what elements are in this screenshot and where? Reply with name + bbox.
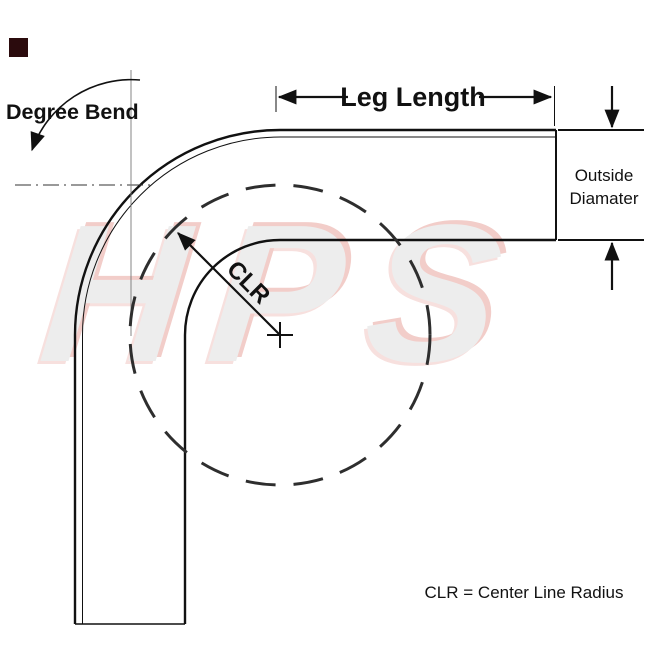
- degree-bend-label: Degree Bend: [6, 100, 139, 124]
- clr-radius-arrow: [177, 232, 281, 336]
- clr-dashed-circle: [128, 183, 432, 487]
- tube-inner-wall: [183, 238, 556, 624]
- degree-bend-arc-arrow: [30, 78, 141, 152]
- clr-definition-label: CLR = Center Line Radius: [425, 583, 624, 602]
- tube-outer-wall-inner-line: [82, 136, 556, 624]
- outside-diameter-label-line2: Diamater: [570, 189, 639, 208]
- outside-diameter-label-line1: Outside: [575, 166, 634, 185]
- tube-outer-wall: [73, 128, 556, 624]
- corner-mark: [9, 38, 28, 57]
- leg-length-label: Leg Length: [340, 82, 485, 112]
- clr-label: CLR: [221, 256, 275, 310]
